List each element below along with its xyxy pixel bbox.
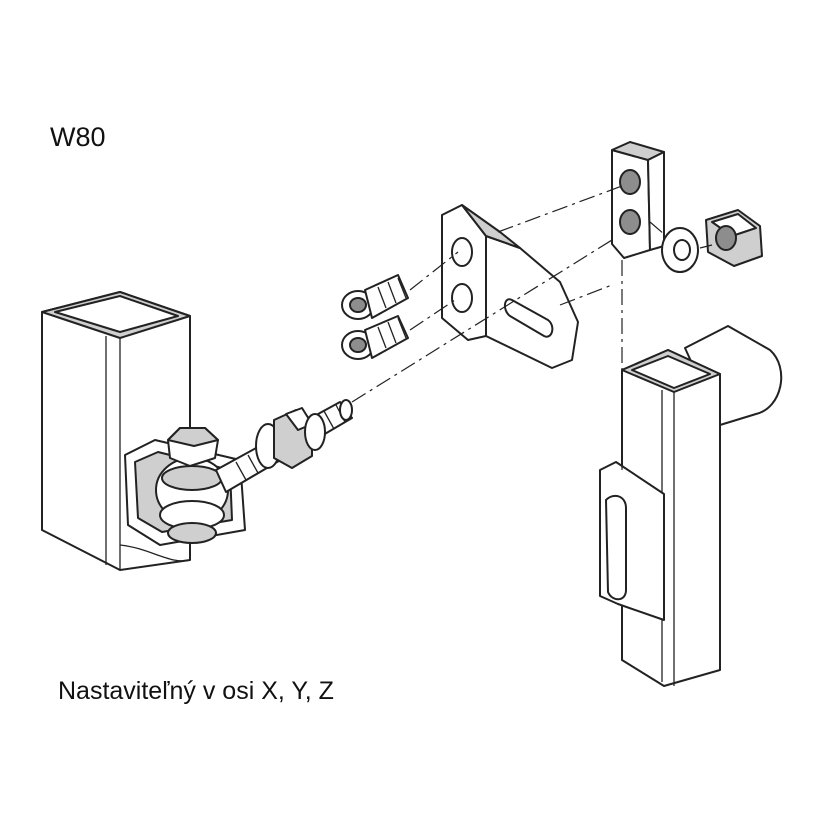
assembly-axis-lines xyxy=(351,185,713,470)
adjustability-caption: Nastaviteľný v osi X, Y, Z xyxy=(58,677,334,705)
threaded-plate xyxy=(611,141,665,259)
hinge-weld-bracket xyxy=(124,427,246,546)
model-title: W80 xyxy=(50,122,106,152)
socket-screws xyxy=(341,274,409,360)
angle-bracket xyxy=(441,204,579,369)
hex-nut xyxy=(705,209,763,267)
rod-nut-washer xyxy=(255,407,326,469)
washer xyxy=(661,227,699,273)
right-gate-post xyxy=(599,325,783,687)
